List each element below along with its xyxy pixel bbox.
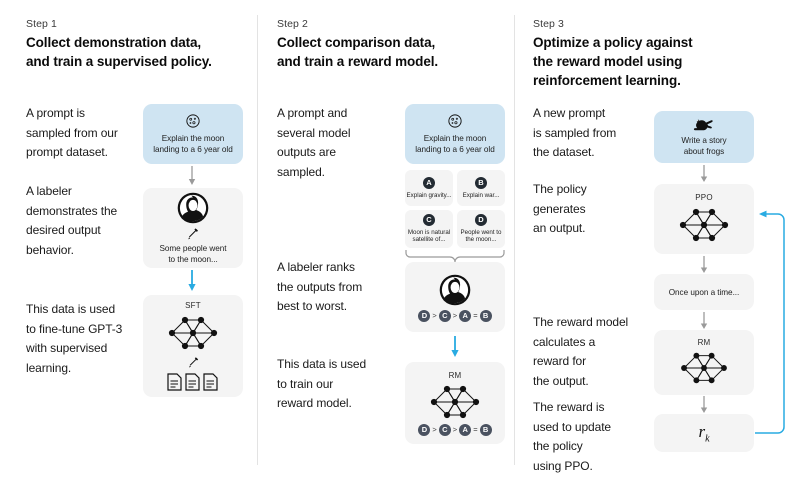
step-1-labeler-caption: Some people went to the moon... [159,244,227,264]
step-3-ppo-card: PPO [654,184,754,254]
step-2-label: Step 2 [277,18,308,30]
neural-network-icon [678,205,730,245]
step-3-paragraph-3: The reward model calculates a reward for… [533,315,629,388]
step-1-sft-card: SFT [143,295,243,397]
step-2-prompt-card: Explain the moon landing to a 6 year old [405,104,505,164]
output-card-c: C Moon is natural satellite of... [405,210,453,248]
step-3-title: Optimize a policy against the reward mod… [533,33,773,90]
moon-icon [447,113,463,129]
output-badge-a: A [423,176,435,189]
step-2-title: Collect comparison data, and train a rew… [277,33,502,71]
step-1-title-line2: and train a supervised policy. [26,54,212,69]
labeler-avatar-icon [176,191,210,225]
step-2-title-line2: and train a reward model. [277,54,439,69]
output-text-a: Explain gravity... [406,191,452,199]
ranking-row-labeler: D > C > A = B [418,309,492,322]
column-divider-2 [514,15,515,465]
step-3-paragraph-4: The reward is used to update the policy … [533,400,612,473]
documents-icon [166,372,220,392]
step-3-generated-output-card: Once upon a time... [654,274,754,310]
output-text-b: Explain war... [462,191,500,199]
step-2-column: Step 2 Collect comparison data, and trai… [257,0,514,479]
rank-op-3: = [473,311,478,320]
output-card-b: B Explain war... [457,170,505,206]
output-text-c: Moon is natural satellite of... [407,228,451,244]
rank-op-3: = [473,425,478,434]
step-3-rm-title: RM [697,338,711,347]
frog-icon [693,117,715,132]
step-3-ppo-title: PPO [695,193,713,202]
neural-network-icon [429,382,481,422]
rank-pill-a: A [459,423,472,436]
pencil-icon [187,356,200,369]
step-3-paragraph-1: A new prompt is sampled from the dataset… [533,106,617,159]
step-3-paragraph-2: The policy generates an output. [533,182,587,235]
ranking-row-reward-model: D > C > A = B [418,423,492,436]
arrow-down-blue [187,270,197,292]
arrow-down-gray [699,312,709,330]
reward-value: rk [698,422,709,444]
step-1-label: Step 1 [26,18,57,30]
arrow-down-blue [450,336,460,358]
rank-op-2: > [452,425,458,434]
pencil-icon [186,227,200,241]
output-badge-c: C [423,214,435,226]
labeler-avatar-icon [438,273,472,307]
step-3-reward-value-card: rk [654,414,754,452]
step-2-prompt-caption: Explain the moon landing to a 6 year old [415,134,495,154]
step-1-prompt-caption: Explain the moon landing to a 6 year old [153,134,233,154]
reward-value-symbol: r [698,421,706,441]
step-1-labeler-card: Some people went to the moon... [143,188,243,268]
rank-pill-c: C [438,309,451,322]
step-1-paragraph-1: A prompt is sampled from our prompt data… [26,106,118,159]
arrow-down-gray [699,256,709,274]
column-divider-1 [257,15,258,465]
step-2-reward-model-card: RM [405,362,505,444]
rank-op-1: > [432,425,437,434]
rank-pill-b: B [479,423,492,436]
step-3-output-caption: Once upon a time... [668,287,740,297]
step-1-paragraph-2: A labeler demonstrates the desired outpu… [26,184,118,257]
rank-pill-b: B [479,309,492,322]
output-badge-b: B [475,176,487,189]
neural-network-icon [679,349,729,387]
step-3-column: Step 3 Optimize a policy against the rew… [514,0,788,479]
output-text-d: People went to the moon... [460,228,502,244]
rank-pill-d: D [418,309,431,322]
arrow-down-gray [699,165,709,183]
arrow-down-gray [699,396,709,414]
step-2-rm-title: RM [448,370,462,380]
step-1-column: Step 1 Collect demonstration data, and t… [0,0,257,479]
output-badge-d: D [475,214,487,226]
rank-pill-c: C [438,423,451,436]
step-1-paragraph-3: This data is used to fine-tune GPT-3 wit… [26,302,123,375]
step-2-title-line1: Collect comparison data, [277,35,436,50]
rank-op-1: > [432,311,437,320]
feedback-loop-arrow-blue [754,208,788,436]
moon-icon [185,113,201,129]
step-2-labeler-rank-card: D > C > A = B [405,262,505,332]
step-1-sft-title: SFT [185,300,201,310]
step-3-title-line1: Optimize a policy against [533,35,693,50]
step-2-paragraph-2: A labeler ranks the outputs from best to… [277,260,363,313]
step-2-paragraph-3: This data is used to train our reward mo… [277,357,367,410]
step-1-title-line1: Collect demonstration data, [26,35,202,50]
step-3-prompt-caption: Write a story about frogs [681,136,727,156]
step-3-label: Step 3 [533,18,564,30]
rank-op-2: > [452,311,458,320]
neural-network-icon [167,313,219,353]
step-2-paragraph-1: A prompt and several model outputs are s… [277,106,351,179]
arrow-down-gray [187,166,197,186]
step-1-prompt-card: Explain the moon landing to a 6 year old [143,104,243,164]
step-3-title-line2: the reward model using [533,54,683,69]
rank-pill-d: D [418,423,431,436]
output-card-d: D People went to the moon... [457,210,505,248]
reward-value-subscript: k [705,433,710,445]
step-3-title-line3: reinforcement learning. [533,73,681,88]
step-3-reward-model-card: RM [654,330,754,395]
step-1-title: Collect demonstration data, and train a … [26,33,246,71]
rank-pill-a: A [459,309,472,322]
step-3-prompt-card: Write a story about frogs [654,111,754,163]
output-card-a: A Explain gravity... [405,170,453,206]
